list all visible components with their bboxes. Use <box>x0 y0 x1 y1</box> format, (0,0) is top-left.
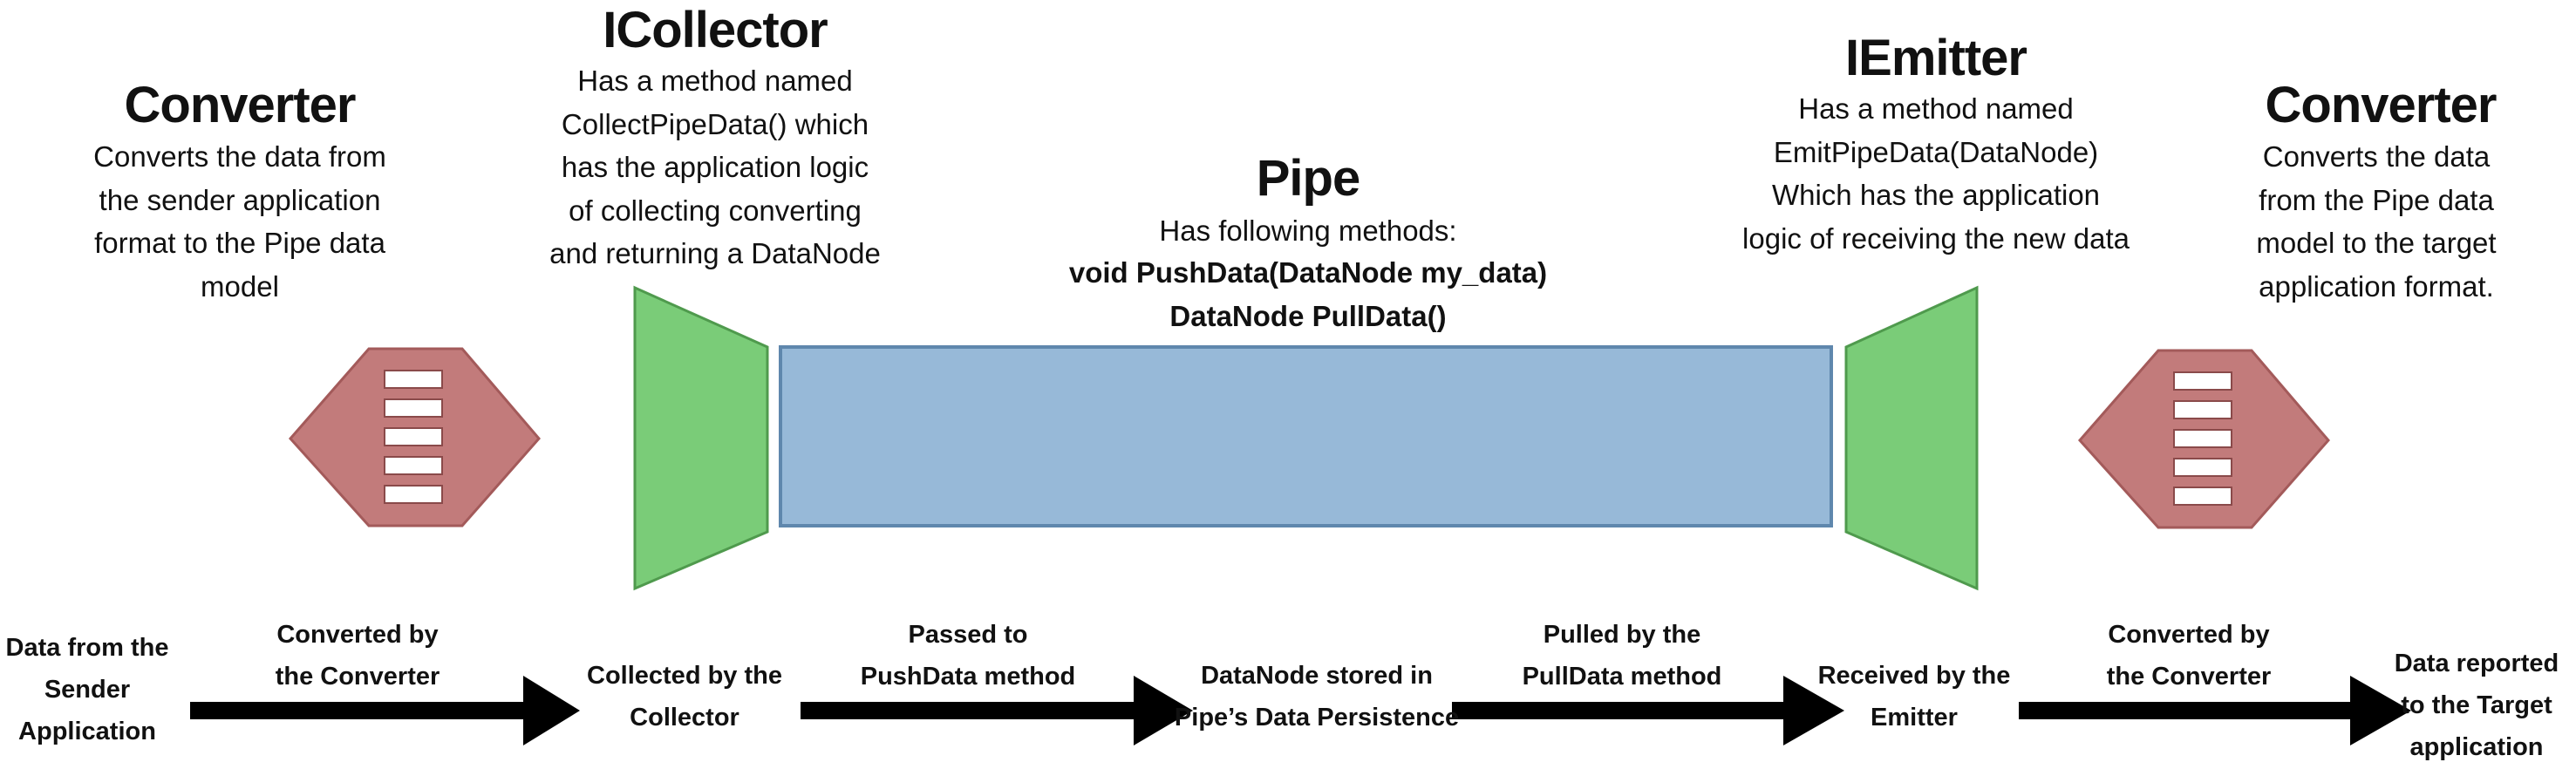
emitter-shape <box>1844 285 1979 591</box>
text-line: Passed to <box>908 621 1028 649</box>
text-line: PullData method <box>1522 662 1722 691</box>
text-line: Application <box>18 717 156 745</box>
pipe-methods: void PushData(DataNode my_data) DataNode… <box>916 251 1700 337</box>
text-line: Collector <box>630 703 739 732</box>
flow-stage-emitter: Received by the Emitter <box>1805 656 2023 739</box>
text-line: Pipe’s Data Persistence <box>1174 703 1460 732</box>
text-line: to the Target <box>2401 691 2552 719</box>
flow-arrow-4-label: Converted by the Converter <box>2041 615 2337 698</box>
flow-arrow-1 <box>190 676 580 745</box>
collector-title: ICollector <box>603 2 828 58</box>
flow-stage-sender: Data from the Sender Application <box>0 628 179 753</box>
text-line: the Converter <box>2106 662 2272 691</box>
converter-left-icon <box>288 347 541 527</box>
pipe-shape <box>779 345 1833 527</box>
text-line: application format. <box>2259 269 2494 303</box>
pipe-method: void PushData(DataNode my_data) <box>1068 256 1548 289</box>
collector-shape <box>633 285 769 591</box>
flow-stage-collector: Collected by the Collector <box>562 656 807 739</box>
converter-right-icon <box>2077 349 2330 529</box>
pipe-subtitle: Has following methods: <box>1159 214 1457 247</box>
text-line: model to the target <box>2256 227 2497 259</box>
pipe-method: DataNode PullData() <box>1169 299 1447 332</box>
text-line: Which has the application <box>1771 179 2101 211</box>
text-line: has the application logic <box>561 151 869 183</box>
text-line: the Converter <box>275 662 440 691</box>
flow-arrow-2-label: Passed to PushData method <box>820 615 1116 698</box>
text-line: Received by the <box>1817 662 2011 690</box>
text-line: model <box>201 269 279 303</box>
text-line: EmitPipeData(DataNode) <box>1773 135 2099 168</box>
text-line: Converts the data from <box>93 140 386 173</box>
converter-left-title: Converter <box>124 77 357 133</box>
converter-right-title: Converter <box>2265 77 2498 133</box>
text-line: logic of receiving the new data <box>1742 221 2130 255</box>
text-line: Emitter <box>1871 703 1958 732</box>
text-line: format to the Pipe data <box>94 227 385 259</box>
flow-arrow-2 <box>801 676 1193 745</box>
text-line: Collected by the <box>587 662 782 690</box>
text-line: the sender application <box>99 183 381 216</box>
text-line: Converts the data <box>2262 140 2491 173</box>
flow-stage-pipe: DataNode stored in Pipe’s Data Persisten… <box>1160 656 1474 739</box>
text-line: CollectPipeData() which <box>561 107 869 140</box>
text-line: of collecting converting <box>569 194 862 227</box>
converter-right-description: Converts the data from the Pipe data mod… <box>2184 135 2568 308</box>
text-line: Data reported <box>2394 650 2559 677</box>
text-line: and returning a DataNode <box>549 237 881 269</box>
text-line: Sender <box>44 675 131 704</box>
text-line: Data from the <box>5 634 169 662</box>
text-line: PushData method <box>860 662 1076 691</box>
converter-left-description: Converts the data from the sender applic… <box>22 135 458 308</box>
flow-arrow-3-label: Pulled by the PullData method <box>1474 615 1770 698</box>
flow-arrow-3 <box>1452 676 1844 745</box>
text-line: Has a method named <box>1798 92 2074 125</box>
text-line: Has a method named <box>577 65 853 97</box>
text-line: from the Pipe data <box>2259 183 2494 216</box>
text-line: application <box>2409 732 2544 761</box>
emitter-title: IEmitter <box>1845 30 2027 86</box>
flow-arrow-4 <box>2019 676 2411 745</box>
text-line: DataNode stored in <box>1201 662 1433 690</box>
pipe-description: Has following methods: <box>959 209 1657 253</box>
collector-description: Has a method named CollectPipeData() whi… <box>475 59 955 276</box>
pipe-title: Pipe <box>1256 150 1361 207</box>
flow-arrow-1-label: Converted by the Converter <box>209 615 506 698</box>
text-line: Converted by <box>2108 621 2270 649</box>
text-line: Converted by <box>276 621 439 649</box>
flow-stage-target: Data reported to the Target application <box>2385 643 2568 769</box>
text-line: Pulled by the <box>1543 621 1701 649</box>
emitter-description: Has a method named EmitPipeData(DataNode… <box>1674 87 2198 260</box>
